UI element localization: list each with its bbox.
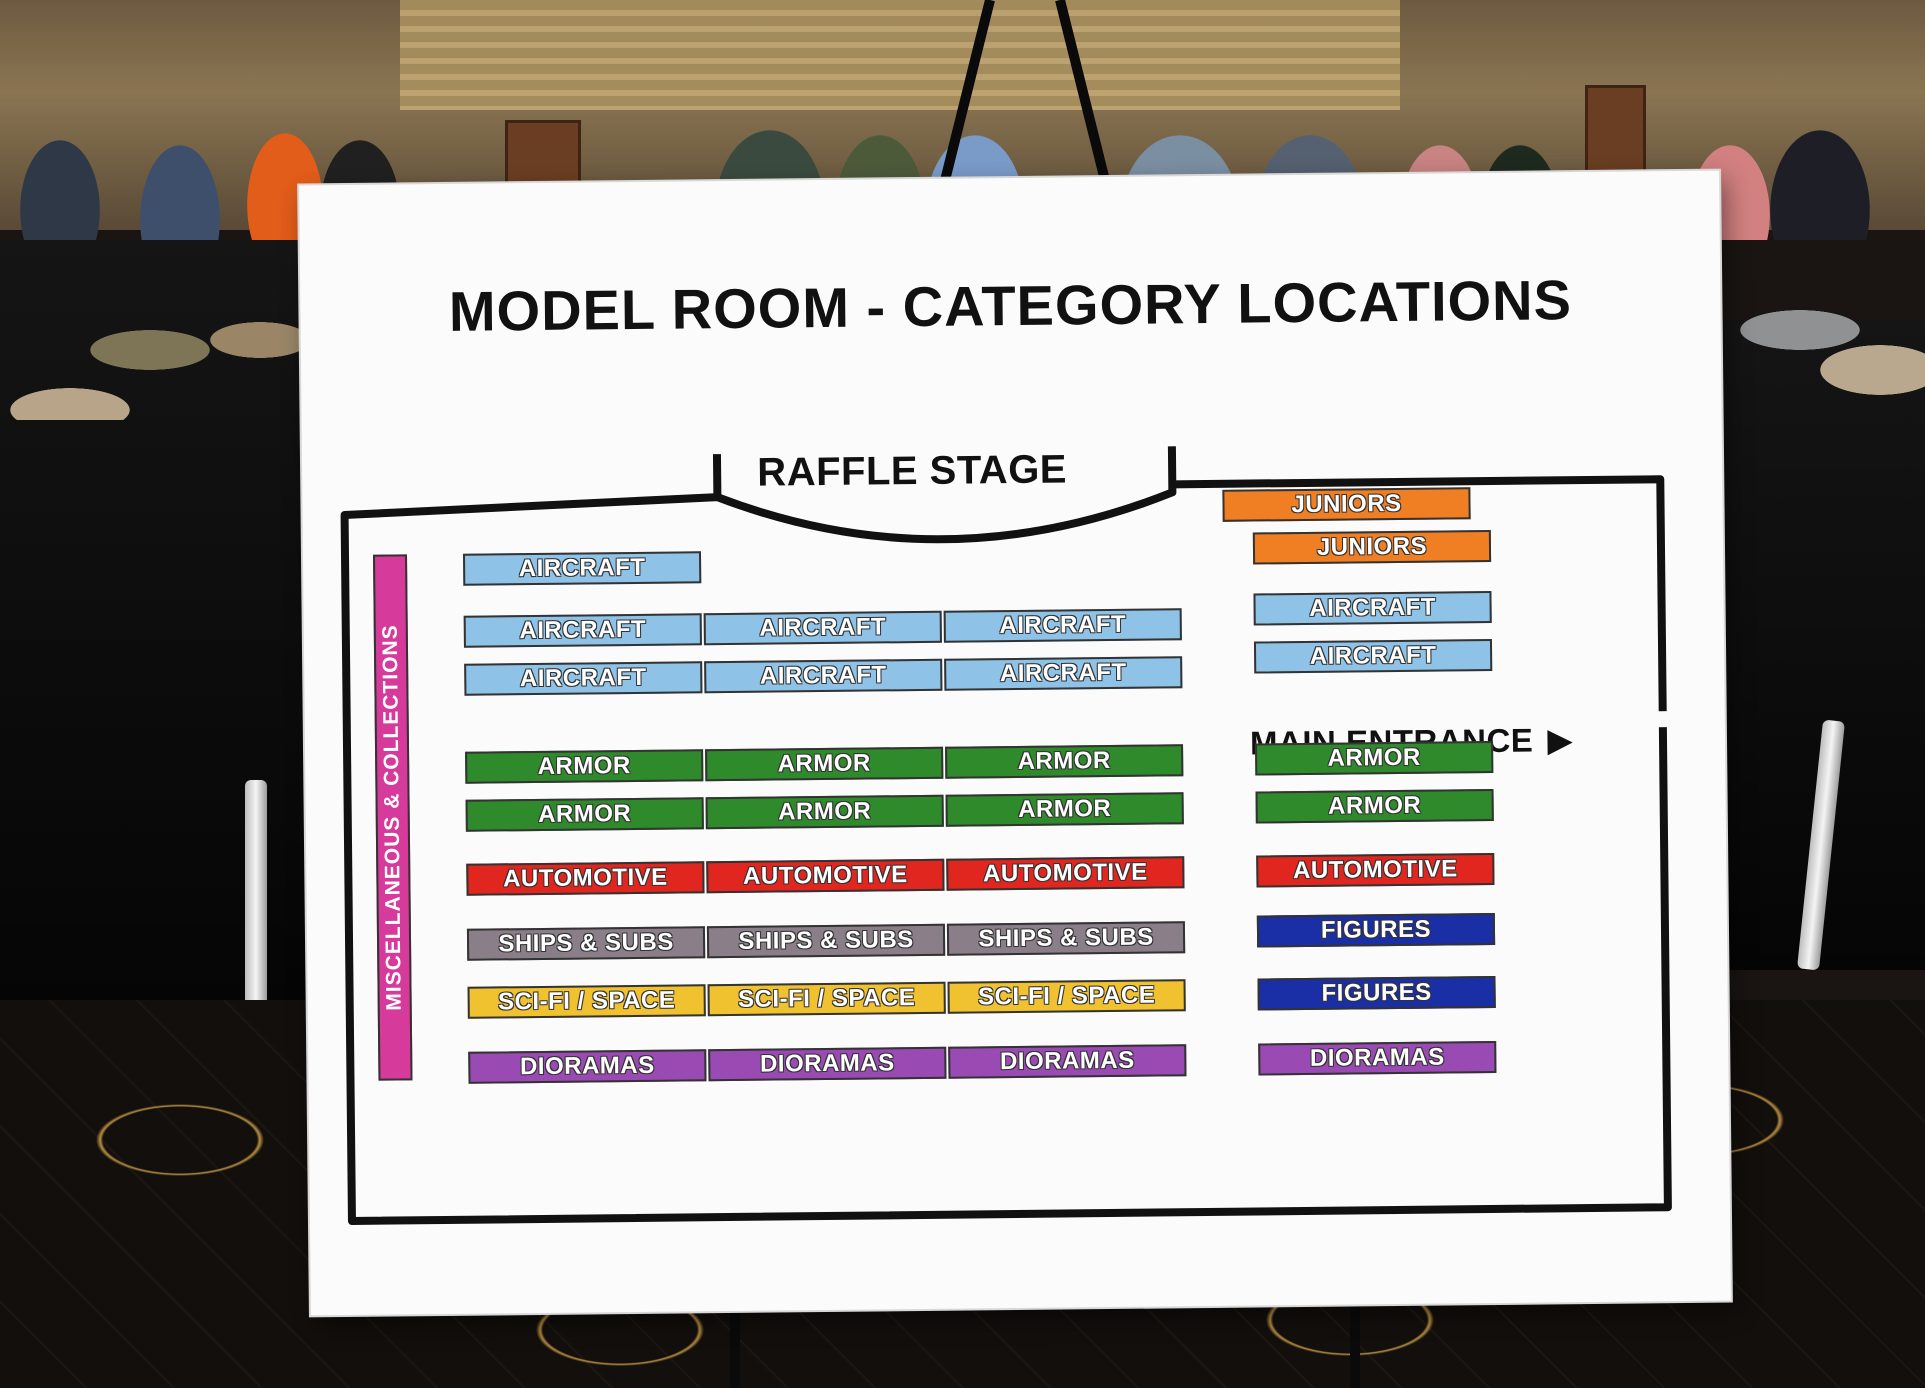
table-scifi: SCI-FI / SPACE: [947, 979, 1186, 1014]
misc-collections-label: MISCELLANEOUS & COLLECTIONS: [378, 624, 406, 1011]
model-kits-left: [0, 300, 300, 420]
table-ships: SHIPS & SUBS: [466, 926, 706, 961]
table-scifi: SCI-FI / SPACE: [707, 981, 946, 1017]
table-armor: ARMOR: [705, 794, 944, 830]
table-automotive: AUTOMOTIVE: [946, 856, 1185, 891]
raffle-stage-label: RAFFLE STAGE: [757, 447, 1068, 495]
table-ships: SHIPS & SUBS: [706, 923, 946, 959]
table-aircraft: AIRCRAFT: [462, 551, 702, 586]
table-dioramas: DIORAMAS: [468, 1049, 707, 1084]
table-aircraft: AIRCRAFT: [463, 613, 702, 648]
table-scifi: SCI-FI / SPACE: [467, 984, 706, 1019]
easel-leg-bottom-left: [730, 1300, 740, 1388]
table-armor: ARMOR: [1255, 788, 1494, 824]
table-armor: ARMOR: [705, 746, 944, 782]
table-figures: FIGURES: [1257, 975, 1496, 1011]
table-armor: ARMOR: [1255, 740, 1494, 776]
table-automotive: AUTOMOTIVE: [1256, 852, 1495, 888]
table-aircraft: AIRCRAFT: [1253, 638, 1493, 674]
table-figures: FIGURES: [1256, 912, 1496, 948]
table-leg-pipe-left: [245, 780, 267, 1020]
table-juniors: JUNIORS: [1252, 530, 1492, 565]
misc-collections-table: MISCELLANEOUS & COLLECTIONS: [372, 554, 413, 1081]
room-floor-plan-outline: [340, 446, 1672, 1225]
table-aircraft: AIRCRAFT: [704, 658, 943, 694]
table-aircraft: AIRCRAFT: [1253, 591, 1492, 626]
table-armor: ARMOR: [945, 792, 1184, 827]
table-aircraft: AIRCRAFT: [464, 661, 703, 696]
easel-leg-bottom-right: [1350, 1290, 1360, 1388]
table-aircraft: AIRCRAFT: [943, 608, 1182, 643]
table-armor: ARMOR: [465, 749, 704, 784]
entrance-arrow-icon: ▶: [1547, 721, 1574, 759]
table-armor: ARMOR: [945, 744, 1184, 779]
table-dioramas: DIORAMAS: [1258, 1040, 1497, 1076]
table-ships: SHIPS & SUBS: [946, 921, 1186, 956]
table-aircraft: AIRCRAFT: [944, 656, 1183, 691]
category-location-sign: MODEL ROOM - CATEGORY LOCATIONS RAFFLE S…: [299, 170, 1731, 1316]
table-juniors: JUNIORS: [1222, 487, 1471, 522]
table-armor: ARMOR: [465, 797, 704, 832]
room-wall-outline: [340, 446, 1672, 1225]
table-dioramas: DIORAMAS: [948, 1044, 1187, 1079]
model-kits-right: [1720, 290, 1925, 400]
table-automotive: AUTOMOTIVE: [466, 861, 705, 896]
table-automotive: AUTOMOTIVE: [706, 858, 945, 894]
table-aircraft: AIRCRAFT: [703, 610, 942, 646]
table-dioramas: DIORAMAS: [708, 1046, 947, 1082]
